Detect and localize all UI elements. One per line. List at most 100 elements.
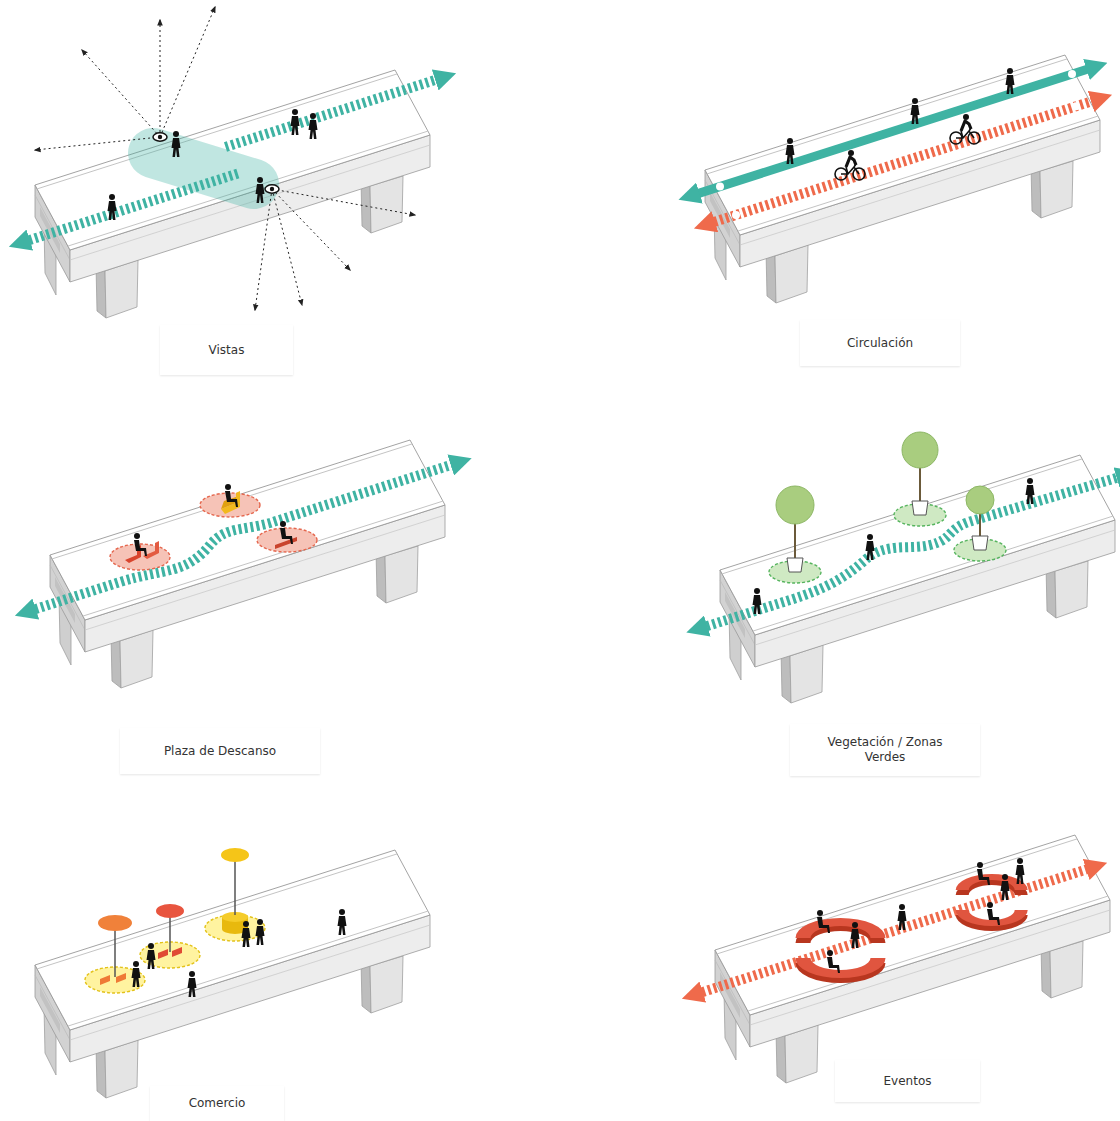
caption-text: Vistas [209, 343, 245, 358]
person-figure [309, 113, 318, 139]
path-arrow [226, 78, 442, 147]
seated-figure [225, 484, 238, 507]
caption-text: Eventos [884, 1074, 932, 1089]
sight-line [35, 137, 160, 150]
bike-lane [709, 100, 1098, 224]
caption-box: Eventos [835, 1060, 980, 1102]
bridge-slab [35, 850, 430, 1098]
view-zone [153, 153, 254, 184]
lane-icon [732, 211, 740, 219]
eye-symbol [153, 133, 167, 141]
events-panel [697, 835, 1111, 1083]
umbrella-pole [114, 925, 116, 977]
path-arrow [30, 463, 458, 611]
circulation-panel [693, 55, 1100, 303]
caption-text: Plaza de Descanso [164, 744, 276, 759]
tree-trunk [919, 464, 921, 501]
person-figure [898, 904, 907, 930]
person-figure [188, 971, 197, 997]
person-figure [172, 131, 181, 157]
market-table [172, 947, 182, 957]
greenery-panel [701, 432, 1120, 703]
umbrella [221, 848, 249, 862]
person-figure [866, 534, 875, 560]
event-seating [796, 918, 886, 938]
tree-trunk [794, 520, 796, 558]
bridge-slab [705, 55, 1100, 303]
person-figure [147, 943, 156, 969]
tree-crown [966, 486, 994, 514]
planter [972, 536, 988, 550]
path-arrow [697, 868, 1093, 995]
vistas-panel [24, 7, 442, 318]
person-figure [291, 109, 300, 135]
sight-line [160, 20, 161, 137]
person-figure [851, 922, 860, 948]
person-figure [1016, 858, 1025, 884]
lane-icon [716, 183, 724, 191]
sight-line [255, 189, 272, 310]
rest-zone [257, 528, 317, 552]
caption-box: Vegetación / Zonas Verdes [790, 724, 980, 776]
seated-figure [817, 910, 830, 933]
person-figure [1001, 874, 1010, 900]
person-figure [338, 909, 347, 935]
rest-plaza-panel [30, 440, 458, 688]
person-figure [242, 921, 251, 947]
market-table [116, 973, 126, 983]
seated-figure [827, 950, 840, 973]
umbrella [156, 904, 184, 918]
market-table [158, 949, 168, 959]
caption-text: Vegetación / Zonas Verdes [817, 735, 953, 765]
caption-text: Comercio [189, 1096, 246, 1111]
path-arrow [701, 476, 1120, 628]
rest-zone [110, 544, 170, 570]
tree-crown [776, 486, 814, 524]
person-figure [1026, 478, 1035, 504]
eye-symbol [265, 185, 279, 193]
umbrella-pole [234, 857, 236, 915]
person-figure [911, 98, 920, 124]
person-figure [256, 919, 265, 945]
bridge-slab [715, 835, 1110, 1083]
lane-icon [1072, 102, 1080, 110]
cyclist-figure [950, 114, 980, 144]
planter [787, 558, 803, 572]
umbrella [98, 915, 132, 931]
sight-line [272, 189, 350, 270]
person-figure [1006, 68, 1015, 94]
path-arrow [24, 173, 240, 242]
sight-lines [35, 7, 415, 310]
pedestrian-lane [693, 68, 1093, 196]
seated-figure [134, 533, 147, 556]
commerce-panel [35, 848, 430, 1098]
seated-figure [987, 902, 1000, 925]
sight-line [82, 50, 160, 137]
caption-text: Circulación [847, 336, 913, 351]
lane-icon [1068, 70, 1076, 78]
market-table [100, 975, 110, 985]
caption-box: Circulación [800, 320, 960, 366]
planter [912, 501, 928, 515]
umbrella-pole [169, 913, 171, 952]
person-figure [753, 588, 762, 614]
cyclist-figure [835, 150, 865, 180]
person-figure [108, 194, 117, 220]
seated-figure [977, 862, 990, 885]
caption-box: Plaza de Descanso [120, 728, 320, 774]
tree-crown [902, 432, 938, 468]
bridge-slab [50, 440, 445, 688]
seated-figure [280, 521, 293, 544]
person-figure [256, 177, 265, 203]
tree-trunk [979, 512, 981, 536]
person-figure [786, 138, 795, 164]
sight-line [272, 189, 302, 305]
event-seating [796, 958, 886, 978]
caption-box: Vistas [160, 325, 293, 375]
sight-line [160, 7, 215, 137]
caption-box: Comercio [150, 1086, 284, 1121]
